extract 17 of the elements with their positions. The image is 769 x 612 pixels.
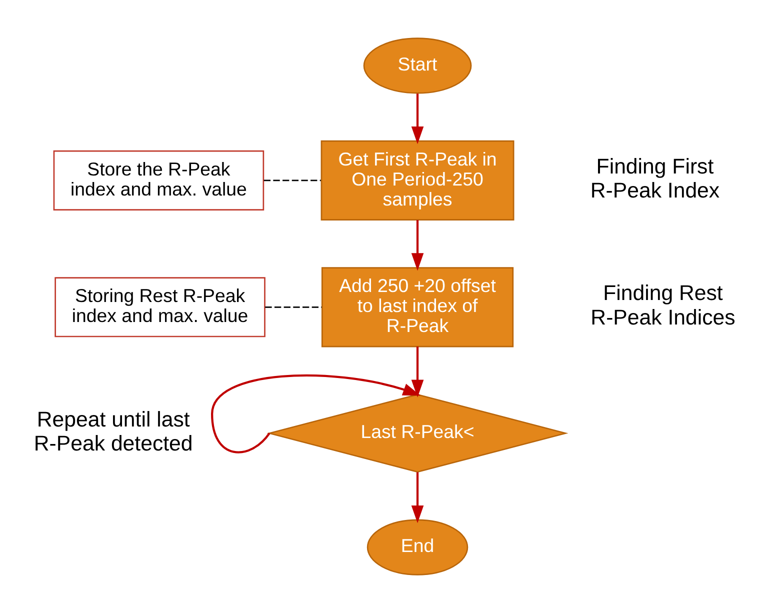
node-box: Store the R-Peak index and max. value	[53, 150, 264, 210]
connector	[265, 306, 322, 308]
label: Repeat until last R-Peak detected	[34, 406, 193, 455]
node-box: Add 250 +20 offset to last index of R-Peak	[321, 266, 514, 347]
node-ellipse: End	[366, 518, 468, 575]
arrow	[411, 472, 424, 523]
arrow	[211, 374, 421, 453]
label: Finding Rest R-Peak Indices	[590, 280, 736, 329]
label: Finding First R-Peak Index	[590, 154, 720, 202]
connector	[264, 179, 321, 181]
node-box: Get First R-Peak in One Period-250 samples	[320, 140, 514, 220]
arrow	[411, 346, 424, 397]
node-diamond: Last R-Peak<	[266, 393, 568, 472]
arrow	[411, 220, 424, 270]
node-ellipse: Start	[363, 37, 472, 94]
arrow	[411, 93, 424, 144]
node-box: Storing Rest R-Peak index and max. value	[54, 276, 266, 337]
